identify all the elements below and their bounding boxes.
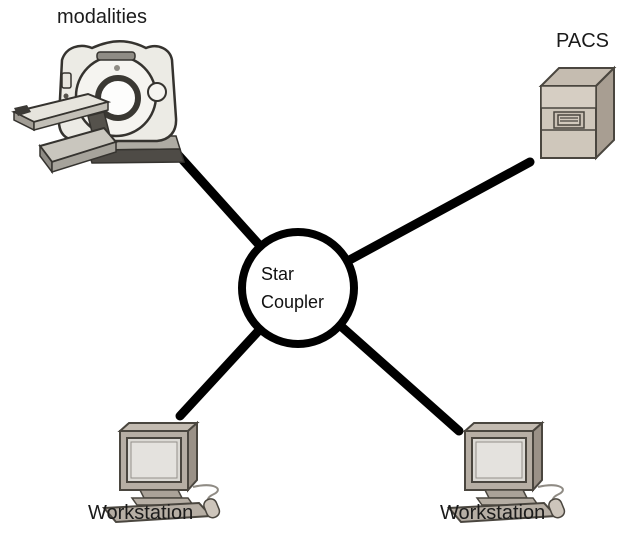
workstation-left-label: Workstation [88,502,194,524]
star-coupler-circle [238,228,358,348]
pacs-server-icon [538,65,617,161]
star-coupler-label: Star Coupler [261,260,324,316]
star-coupler-label-line2: Coupler [261,292,325,312]
modalities-label: modalities [57,6,148,28]
pacs-label: PACS [556,30,609,52]
star-coupler-label-line1: Star [261,264,295,284]
ct-scanner-icon [11,40,186,175]
workstation-right-label: Workstation [440,502,546,524]
